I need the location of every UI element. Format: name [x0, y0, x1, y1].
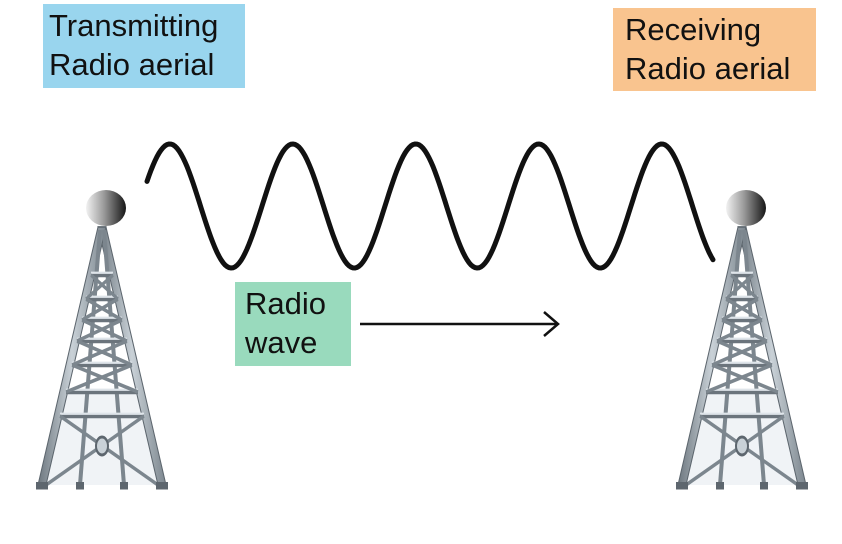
transmitting-tower: [36, 190, 168, 490]
transmitting-aerial-label: Transmitting Radio aerial: [43, 4, 245, 88]
transmitting-label-line1: Transmitting: [49, 8, 219, 43]
radio-tower-icon: [676, 227, 808, 490]
receiving-label-line2: Radio aerial: [625, 51, 791, 86]
transmitter-dish: [86, 190, 126, 226]
arrow-right-icon: [360, 311, 560, 337]
radio-tower-icon: [36, 227, 168, 490]
receiver-dish: [726, 190, 766, 226]
radio-wave-label: Radio wave: [235, 282, 351, 366]
receiving-aerial-label: Receiving Radio aerial: [613, 8, 816, 91]
receiving-tower: [676, 190, 808, 490]
transmitting-label-line2: Radio aerial: [49, 47, 215, 82]
radio-wave-label-line2: wave: [245, 325, 318, 360]
receiving-label-line1: Receiving: [625, 12, 762, 47]
radio-wave-line: [144, 141, 716, 271]
radio-wave-label-line1: Radio: [245, 286, 326, 321]
